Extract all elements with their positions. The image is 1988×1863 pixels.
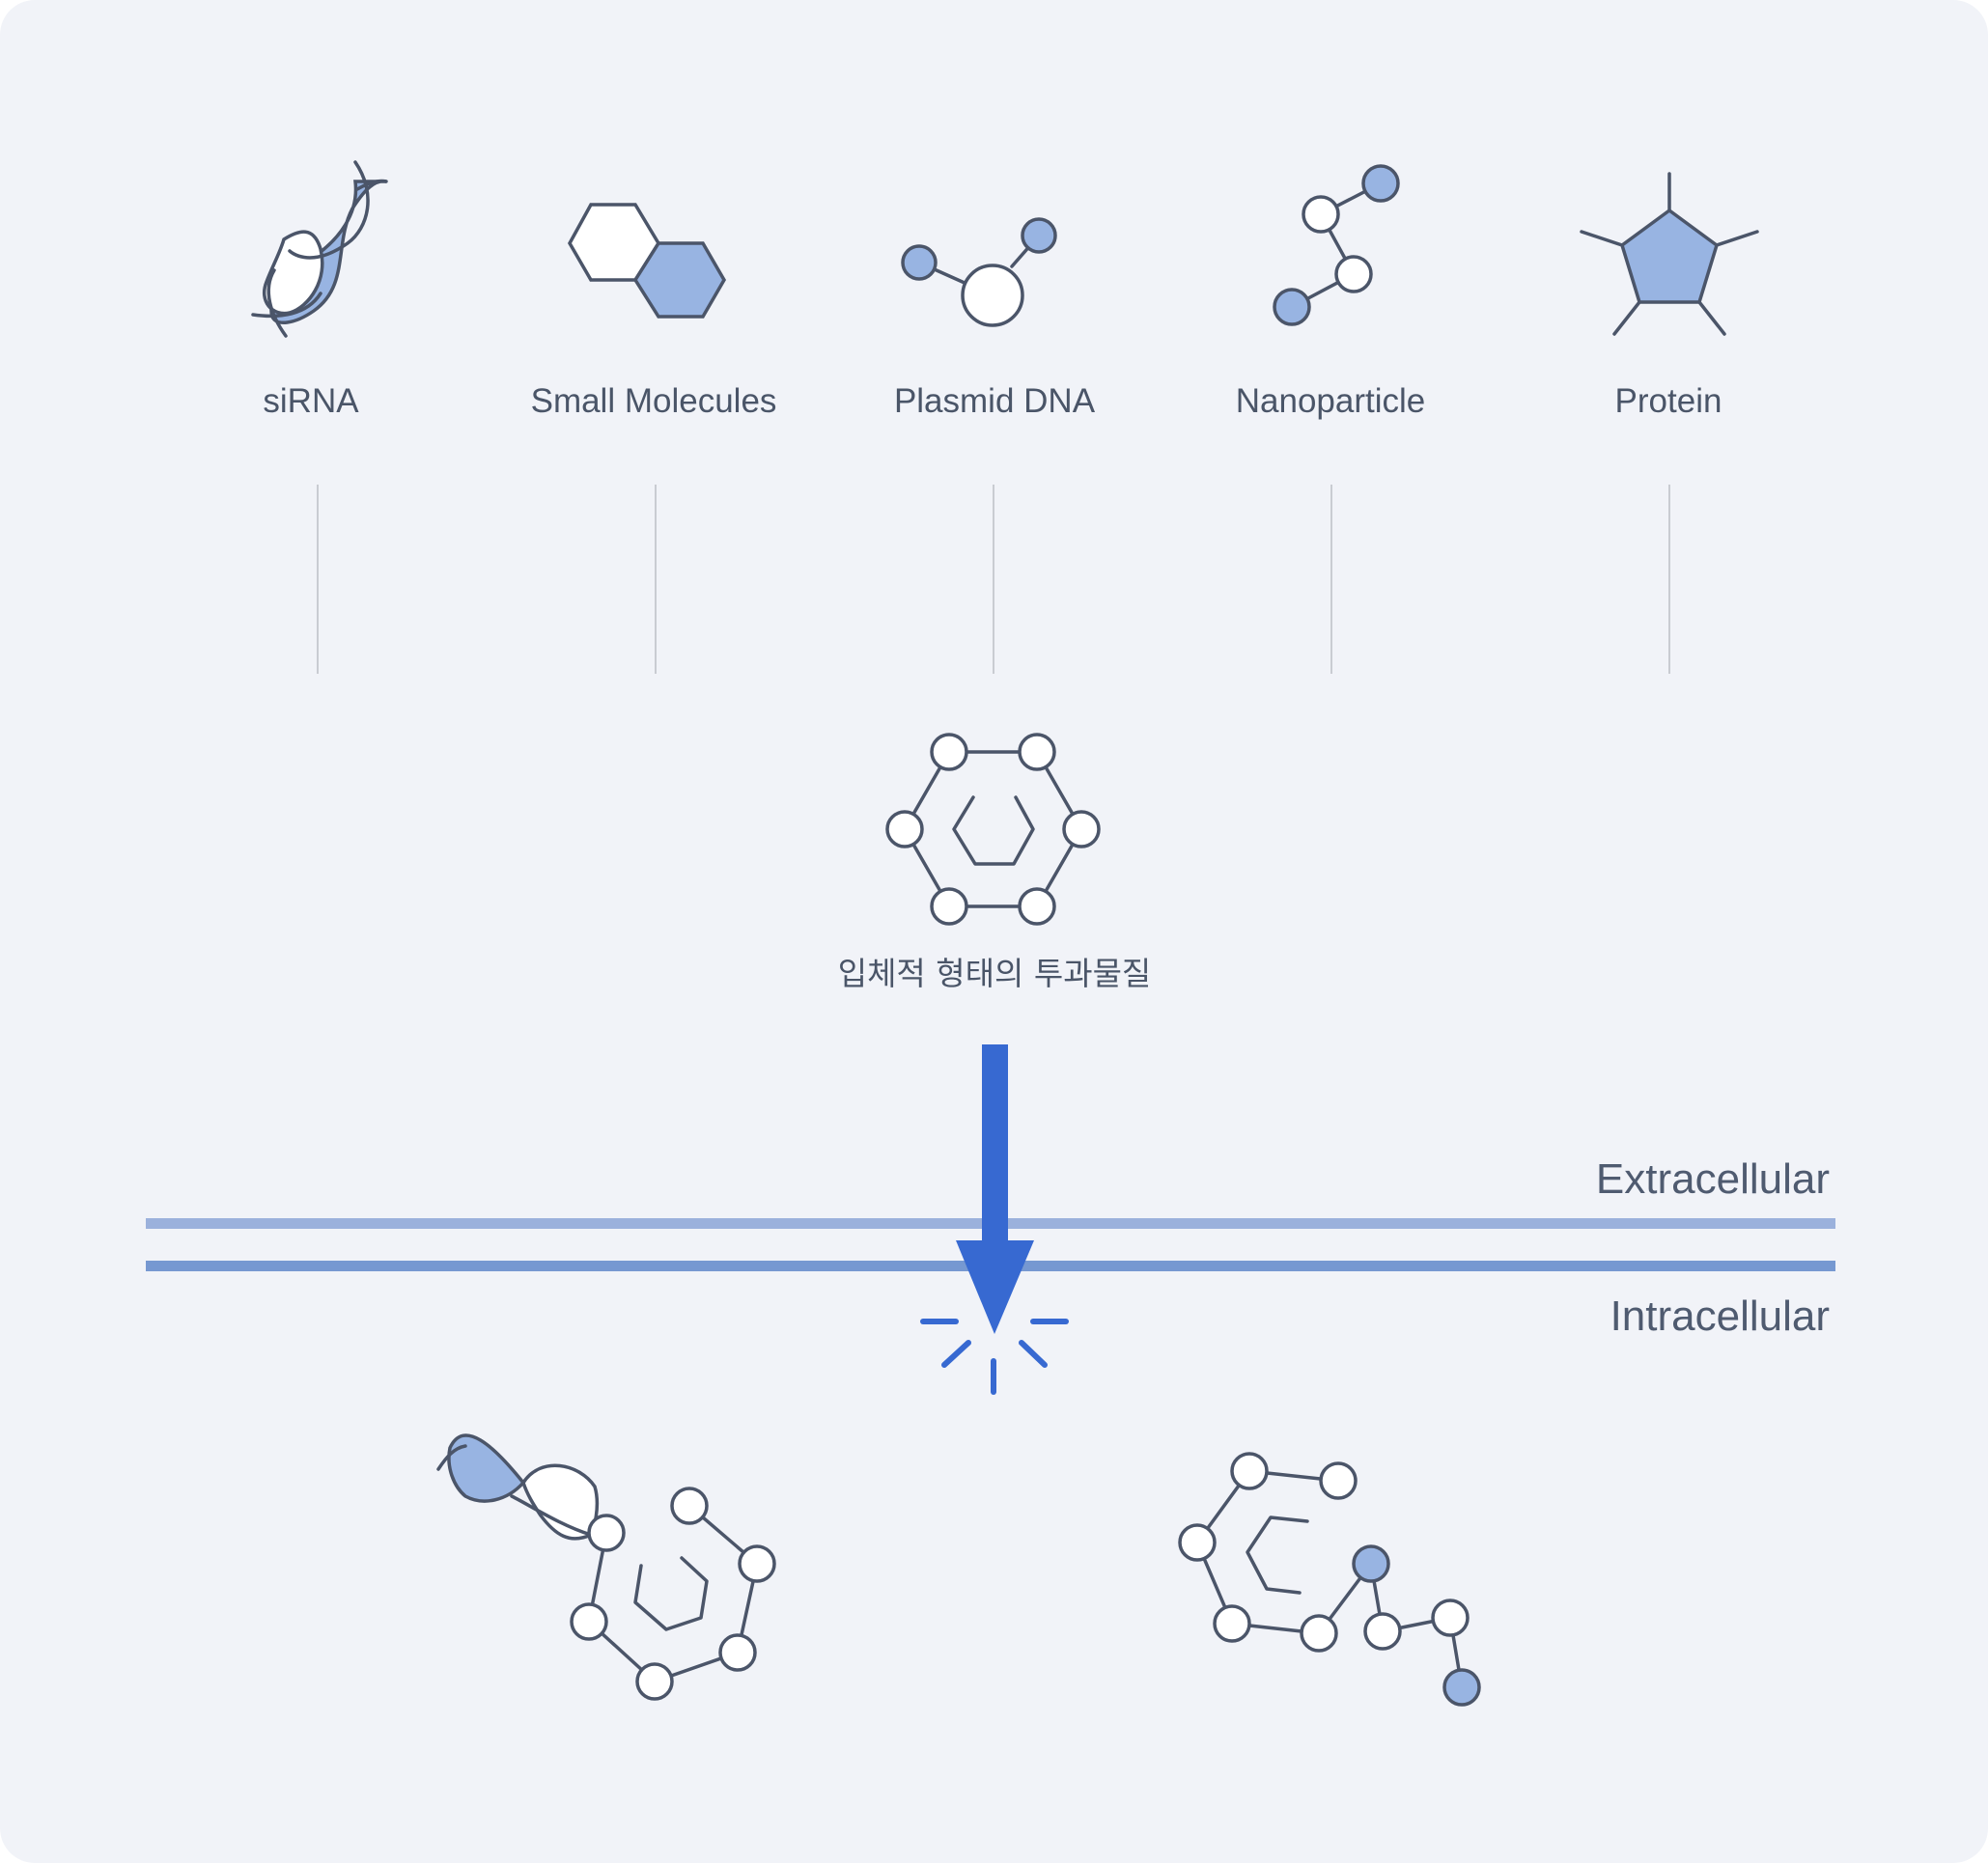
nanoparticle-carrier-complex-icon [1178,1452,1481,1707]
double-helix-icon [251,160,388,338]
node-chain-icon [1273,164,1400,326]
connector-lines [317,485,1670,674]
penetration-arrow [956,1044,1034,1334]
cargo-label-small-molecules: Small Molecules [531,382,777,420]
burst-icon [920,1319,1069,1395]
hexagon-pair-icon [567,203,727,319]
cargo-label-nanoparticle: Nanoparticle [1236,382,1426,420]
intracellular-label: Intracellular [1610,1293,1830,1340]
sirna-carrier-complex-icon [436,1433,776,1701]
hexagonal-ring-icon [885,733,1101,926]
cargo-label-plasmid-dna: Plasmid DNA [894,382,1096,420]
carrier-label: 입체적 형태의 투과물질 [838,955,1152,992]
pentagon-icon [1580,172,1759,336]
three-node-molecule-icon [901,217,1057,327]
extracellular-label: Extracellular [1596,1155,1830,1203]
cargo-label-protein: Protein [1615,382,1722,420]
cargo-label-sirna: siRNA [263,382,359,420]
